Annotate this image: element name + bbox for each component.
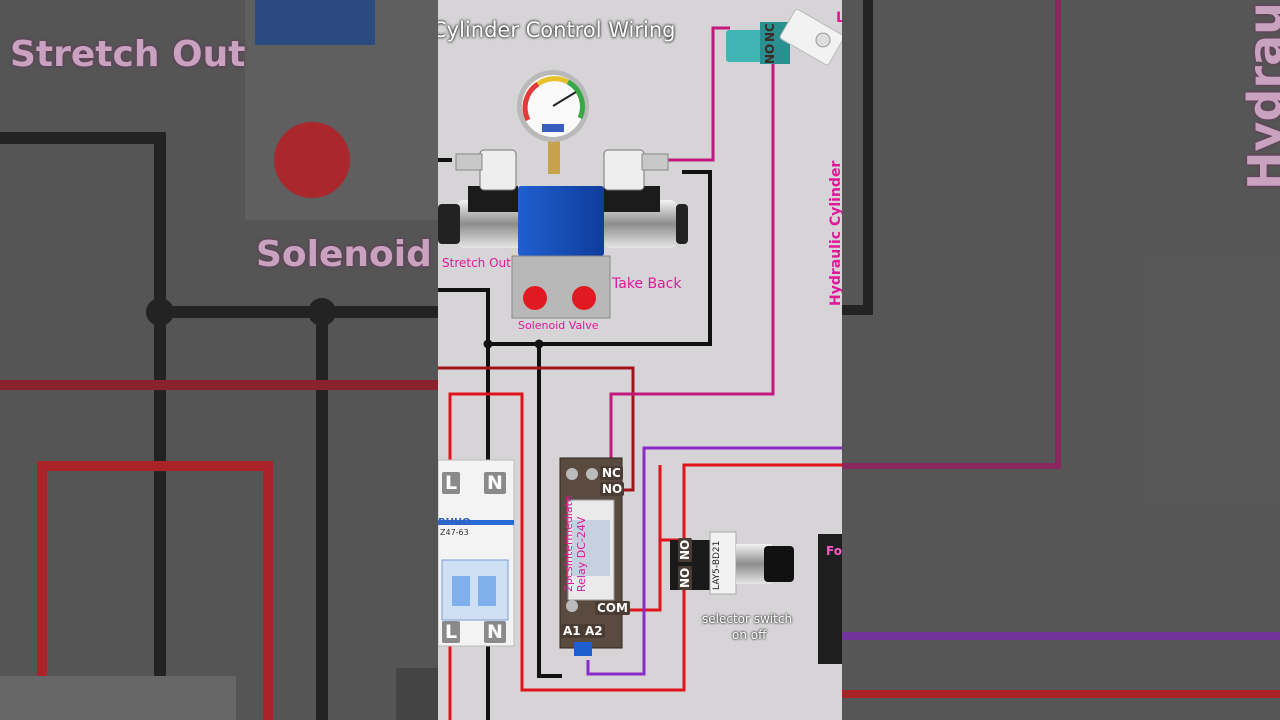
edge-box bbox=[818, 534, 842, 664]
breaker-bottom-l-terminal: L bbox=[442, 621, 461, 643]
darkred-wires bbox=[438, 366, 635, 492]
selector-model-label: LAY5-BD21 bbox=[712, 540, 722, 590]
limit-switch bbox=[726, 9, 842, 66]
relay-com-terminal: COM bbox=[595, 601, 630, 615]
magenta-wires bbox=[609, 26, 775, 472]
breaker-bottom-n-terminal: N bbox=[484, 621, 506, 643]
stretch-out-label: Stretch Out bbox=[442, 256, 511, 270]
background-right-fade bbox=[842, 0, 1280, 720]
relay-nc-terminal: NC bbox=[600, 466, 623, 480]
background-left-panel: Stretch Out Solenoid Va bbox=[0, 0, 438, 720]
background-left-wires bbox=[0, 0, 438, 720]
solenoid-valve-label: Solenoid Valve bbox=[518, 319, 599, 332]
background-right-vertical-text: Hydrau bbox=[1238, 2, 1280, 190]
selector-caption-line1: selector switch bbox=[702, 612, 793, 626]
breaker-top-l-terminal: L bbox=[442, 472, 461, 494]
solenoid-valve bbox=[438, 149, 688, 319]
purple-wires bbox=[586, 446, 842, 676]
background-right-wires bbox=[842, 0, 1280, 720]
page-title: Cylinder Control Wiring bbox=[438, 18, 676, 42]
background-left-text-2: Solenoid Va bbox=[256, 234, 438, 275]
selector-caption-line2: on off bbox=[732, 628, 767, 642]
relay-a2-terminal: A2 bbox=[583, 624, 605, 638]
edge-box-label: Fo bbox=[826, 544, 842, 558]
selector-switch bbox=[670, 531, 794, 595]
pressure-gauge bbox=[517, 70, 589, 174]
limit-switch-nc-label: NC bbox=[763, 23, 777, 42]
relay-vertical-label: 2pcsIntermediate Relay DC-24V bbox=[562, 495, 588, 592]
selector-no-bottom-label: NO bbox=[678, 565, 692, 590]
limit-switch-no-label: NO bbox=[763, 43, 777, 64]
take-back-label: Take Back bbox=[612, 276, 682, 292]
relay-no-terminal: NO bbox=[600, 482, 625, 496]
background-left-fade bbox=[0, 0, 438, 720]
intermediate-relay bbox=[559, 457, 623, 656]
background-right-panel: Hydrau bbox=[842, 0, 1280, 720]
breaker-model: Z47-63 bbox=[440, 528, 469, 537]
breaker-brand: BHUO bbox=[438, 517, 471, 528]
selector-no-top-label: NO bbox=[678, 537, 692, 562]
junction-node-2 bbox=[534, 339, 544, 349]
wiring-diagram-svg bbox=[438, 9, 842, 720]
limit-switch-corner-label: L bbox=[836, 10, 842, 26]
hydraulic-cylinder-label: Hydraulic Cylinder bbox=[828, 160, 842, 306]
relay-a1-terminal: A1 bbox=[561, 624, 583, 638]
background-left-text-1: Stretch Out bbox=[10, 34, 246, 75]
junction-node-1 bbox=[483, 339, 493, 349]
breaker-top-n-terminal: N bbox=[484, 472, 506, 494]
circuit-breaker bbox=[438, 459, 515, 647]
wiring-diagram-panel: Cylinder Control Wiring NC NO L Hydrauli… bbox=[438, 0, 842, 720]
